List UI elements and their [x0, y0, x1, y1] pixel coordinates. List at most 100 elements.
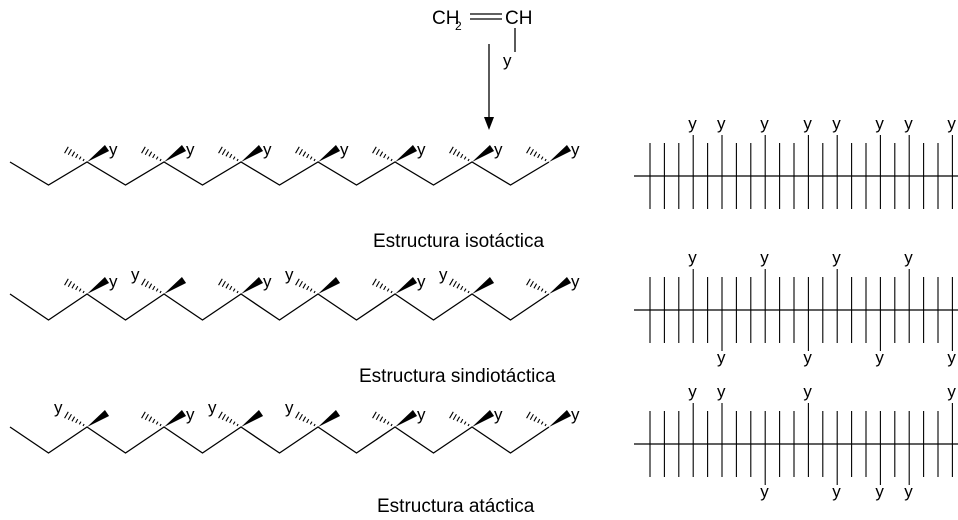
hashed-bond-stroke [533, 283, 538, 289]
hashed-bond-stroke [159, 290, 162, 294]
hashed-bond-stroke [537, 153, 541, 159]
hashed-bond-stroke [82, 423, 85, 427]
fischer-substituent-label: y [688, 114, 697, 133]
hashed-bond-stroke [467, 423, 470, 427]
polymer-backbone [9, 161, 550, 186]
hashed-bond-stroke [148, 283, 153, 289]
hashed-bond-stroke [449, 278, 454, 286]
hashed-bond-stroke [78, 421, 82, 425]
hashed-bond-stroke [309, 421, 313, 425]
substituent-label: y [417, 405, 426, 424]
fischer-substituent-label: y [875, 348, 884, 367]
hashed-bond-stroke [526, 146, 531, 154]
polymer-backbone [9, 293, 550, 321]
fischer-substituent-label: y [717, 114, 726, 133]
hashed-bond-stroke [152, 418, 156, 424]
fischer-substituent-label: y [760, 482, 769, 501]
hashed-bond-stroke [383, 285, 387, 291]
hashed-bond-stroke [390, 158, 393, 162]
hashed-bond-stroke [313, 290, 316, 294]
hashed-bond-stroke [141, 411, 146, 419]
hashed-bond-stroke [302, 416, 307, 422]
hashed-bond-stroke [302, 283, 307, 289]
hashed-bond-stroke [540, 156, 544, 160]
hashed-bond-stroke [379, 283, 384, 289]
substituent-label: y [131, 265, 140, 284]
hashed-bond-stroke [386, 288, 390, 292]
structure-caption: Estructura isotáctica [373, 231, 544, 252]
hashed-bond-stroke [467, 158, 470, 162]
hashed-bond-stroke [544, 158, 547, 162]
hashed-bond-stroke [221, 413, 226, 421]
substituent-label: y [186, 140, 195, 159]
hashed-bond-stroke [75, 285, 79, 291]
hashed-bond-stroke [533, 151, 538, 157]
hashed-bond-stroke [529, 413, 534, 421]
fischer-substituent-label: y [803, 382, 812, 401]
hashed-bond-stroke [456, 283, 461, 289]
hashed-bond-stroke [229, 153, 233, 159]
hashed-bond-stroke [383, 153, 387, 159]
hashed-bond-stroke [529, 148, 534, 156]
hashed-bond-stroke [306, 285, 310, 291]
substituent-label: y [494, 140, 503, 159]
substituent-label: y [340, 140, 349, 159]
hashed-bond-stroke [71, 151, 76, 157]
hashed-bond-stroke [375, 413, 380, 421]
fischer-substituent-label: y [904, 114, 913, 133]
substituent-label: y [417, 140, 426, 159]
hashed-bond-stroke [460, 153, 464, 159]
hashed-bond-stroke [67, 413, 72, 421]
hashed-bond-stroke [152, 153, 156, 159]
substituent-label: y [186, 405, 195, 424]
fischer-substituent-label: y [947, 114, 956, 133]
substituent-label: y [417, 272, 426, 291]
hashed-bond-stroke [463, 288, 467, 292]
hashed-bond-stroke [218, 411, 223, 419]
hashed-bond-stroke [540, 421, 544, 425]
hashed-bond-stroke [64, 146, 69, 154]
hashed-bond-stroke [306, 153, 310, 159]
wedge-bond [87, 410, 110, 427]
fischer-substituent-label: y [832, 482, 841, 501]
monomer-formula: CH 2 CH y [432, 8, 532, 130]
hashed-bond-stroke [155, 288, 159, 292]
wedge-bond [549, 145, 572, 162]
fischer-substituent-label: y [803, 114, 812, 133]
hashed-bond-stroke [302, 151, 307, 157]
hashed-bond-stroke [75, 418, 79, 424]
hashed-bond-stroke [236, 290, 239, 294]
hashed-bond-stroke [71, 283, 76, 289]
fischer-substituent-label: y [832, 114, 841, 133]
hashed-bond-stroke [460, 418, 464, 424]
fischer-substituent-label: y [875, 482, 884, 501]
hashed-bond-stroke [295, 146, 300, 154]
hashed-bond-stroke [526, 411, 531, 419]
wedge-bond [87, 277, 110, 294]
hashed-bond-stroke [225, 416, 230, 422]
hashed-bond-stroke [309, 288, 313, 292]
hashed-bond-stroke [463, 421, 467, 425]
wedge-bond [395, 410, 418, 427]
hashed-bond-stroke [544, 290, 547, 294]
fischer-substituent-label: y [904, 248, 913, 267]
hashed-bond-stroke [372, 146, 377, 154]
monomer-ch2-label: CH [432, 8, 459, 29]
wedge-bond [241, 145, 264, 162]
hashed-bond-stroke [390, 423, 393, 427]
fischer-substituent-label: y [688, 382, 697, 401]
hashed-bond-stroke [78, 156, 82, 160]
hashed-bond-stroke [372, 411, 377, 419]
substituent-label: y [571, 272, 580, 291]
monomer-ch-label: CH [505, 8, 532, 29]
hashed-bond-stroke [78, 288, 82, 292]
fischer-substituent-label: y [760, 248, 769, 267]
substituent-label: y [109, 140, 118, 159]
hashed-bond-stroke [232, 421, 236, 425]
hashed-bond-stroke [141, 278, 146, 286]
